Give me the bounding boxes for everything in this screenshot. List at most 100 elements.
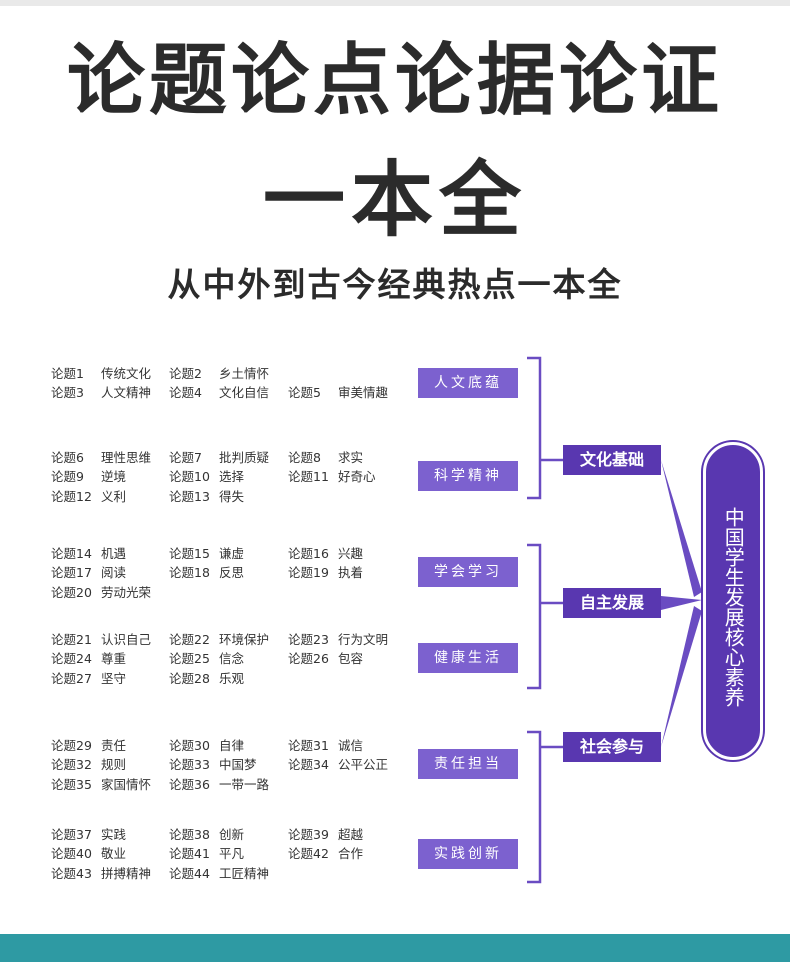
topic-name: 尊重 (101, 651, 127, 667)
topic-name: 工匠精神 (219, 865, 270, 881)
topic-number: 论题7 (169, 450, 202, 465)
topic-number: 论题25 (169, 651, 210, 667)
topic-name: 谦虚 (219, 546, 245, 561)
topic-number: 论题36 (169, 776, 210, 792)
topic-number: 论题4 (169, 385, 202, 401)
category-wenhua-jichu: 文化基础 (563, 445, 661, 475)
topic-name: 拼搏精神 (101, 865, 152, 881)
tag-jiankang-shenghuo: 健康生活 (418, 643, 518, 673)
topic-item: 论题41 平凡 (169, 848, 244, 861)
topic-name: 行为文明 (338, 632, 389, 647)
topic-item: 论题18 反思 (169, 567, 244, 580)
topic-name: 平凡 (219, 846, 245, 862)
top-strip (0, 0, 790, 6)
topic-number: 论题27 (51, 670, 92, 686)
topic-name: 超越 (338, 827, 364, 842)
topic-name: 一带一路 (219, 776, 270, 792)
topic-name: 合作 (338, 846, 364, 862)
topic-name: 敬业 (101, 846, 127, 862)
topic-item: 论题43 拼搏精神 (51, 865, 152, 881)
topic-number: 论题34 (288, 757, 329, 773)
topic-name: 中国梦 (219, 757, 257, 773)
topic-number: 论题16 (288, 546, 329, 561)
topic-number: 论题42 (288, 846, 329, 862)
topic-name: 自律 (219, 738, 245, 753)
topic-number: 论题17 (51, 565, 92, 581)
topic-number: 论题9 (51, 469, 84, 485)
topic-name: 创新 (219, 827, 245, 842)
topic-name: 规则 (101, 757, 127, 773)
bottom-band (0, 934, 790, 962)
topic-name: 选择 (219, 469, 245, 485)
category-shehui-canyu: 社会参与 (563, 732, 661, 762)
tag-xuehui-xuexi: 学会学习 (418, 557, 518, 587)
topic-name: 审美情趣 (338, 385, 389, 401)
topic-number: 论题28 (169, 670, 210, 686)
topic-item: 论题42 合作 (288, 848, 363, 861)
topic-number: 论题10 (169, 469, 210, 485)
topic-name: 义利 (101, 488, 127, 504)
topic-item: 论题10 选择 (169, 471, 244, 484)
topic-number: 论题15 (169, 546, 210, 561)
topic-item: 论题2 乡土情怀 (169, 366, 270, 381)
topic-name: 乐观 (219, 670, 245, 686)
topic-name: 乡土情怀 (219, 366, 270, 381)
topic-number: 论题1 (51, 366, 84, 381)
topic-number: 论题22 (169, 632, 210, 647)
topic-number: 论题37 (51, 827, 92, 842)
topic-number: 论题13 (169, 488, 210, 504)
topic-item: 论题27 坚守 (51, 670, 127, 686)
topic-number: 论题3 (51, 385, 84, 401)
core-literacy-pill: 中国学生发展核心素养 (703, 442, 763, 760)
topic-name: 得失 (219, 488, 245, 504)
topic-name: 逆境 (101, 469, 127, 485)
topic-item: 论题5 审美情趣 (288, 387, 388, 400)
tag-zeren-dandang: 责任担当 (418, 749, 518, 779)
topic-number: 论题41 (169, 846, 210, 862)
topic-item: 论题1 传统文化 (51, 366, 152, 381)
topic-item: 论题4 文化自信 (169, 387, 269, 400)
topic-number: 论题18 (169, 565, 210, 581)
title-line1: 论题论点论据论证 (66, 36, 723, 126)
topic-name: 人文精神 (101, 385, 152, 401)
topic-number: 论题2 (169, 366, 202, 381)
subtitle: 从中外到古今经典热点一本全 (167, 265, 623, 304)
topic-name: 传统文化 (101, 366, 152, 381)
topic-number: 论题26 (288, 651, 329, 667)
topic-number: 论题43 (51, 865, 92, 881)
topic-number: 论题14 (51, 546, 92, 561)
core-literacy-label: 中国学生发展核心素养 (721, 507, 746, 707)
topic-name: 执着 (338, 565, 364, 581)
topic-name: 责任 (101, 738, 127, 753)
topic-number: 论题5 (288, 385, 321, 401)
tag-kexue-jingshen: 科学精神 (418, 461, 518, 491)
topic-number: 论题11 (288, 469, 329, 485)
topic-item: 论题40 敬业 (51, 848, 126, 861)
topic-name: 文化自信 (219, 385, 270, 401)
topic-name: 反思 (219, 565, 245, 581)
topic-name: 劳动光荣 (101, 584, 152, 600)
topic-number: 论题40 (51, 846, 92, 862)
topic-name: 坚守 (101, 670, 127, 686)
topic-number: 论题19 (288, 565, 329, 581)
topic-name: 实践 (101, 827, 127, 842)
topic-item: 论题37 实践 (51, 827, 127, 842)
topic-item: 论题15 谦虚 (169, 546, 245, 561)
